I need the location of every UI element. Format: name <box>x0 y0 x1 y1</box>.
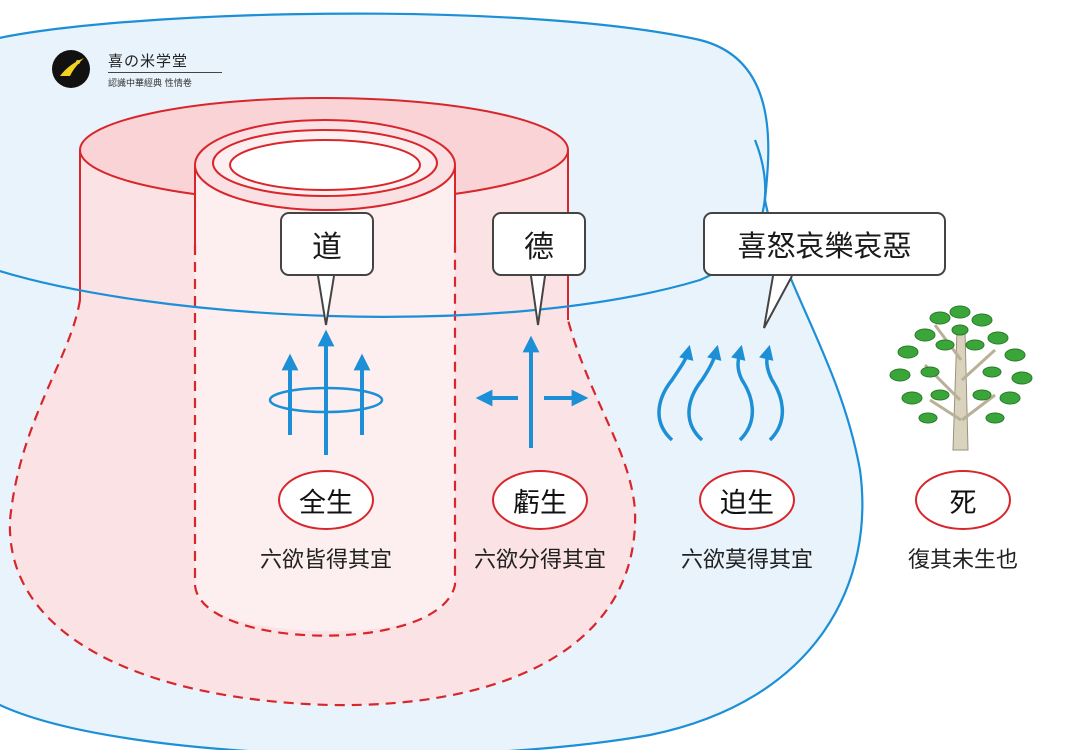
state-quansheng-caption: 六欲皆得其宜 <box>259 548 392 573</box>
posheng-arrows <box>657 344 785 442</box>
bird-logo-icon <box>52 50 90 88</box>
state-kuisheng-label: 虧生 <box>492 470 588 530</box>
state-posheng-caption: 六欲莫得其宜 <box>680 548 813 573</box>
inner-rim-hole <box>229 139 421 191</box>
bubble-de: 德 <box>492 212 586 276</box>
state-si-caption: 復其未生也 <box>907 548 1018 573</box>
bubble-emotions: 喜怒哀樂哀惡 <box>703 212 946 276</box>
logo-subtitle: 認識中華經典 性情卷 <box>108 79 192 89</box>
bubble-dao: 道 <box>280 212 374 276</box>
inner-tube-dashed <box>193 245 457 637</box>
state-posheng-label: 迫生 <box>699 470 795 530</box>
brand-logo: 喜の米学堂 認識中華經典 性情卷 <box>52 50 232 90</box>
state-si-label: 死 <box>915 470 1011 530</box>
state-quansheng-label: 全生 <box>278 470 374 530</box>
tree-illustration <box>889 305 1033 451</box>
logo-title: 喜の米学堂 <box>108 52 189 70</box>
kuisheng-arrows <box>475 335 589 448</box>
logo-divider <box>108 72 222 73</box>
red-outer-dashed <box>8 299 637 707</box>
state-kuisheng-caption: 六欲分得其宜 <box>473 548 606 573</box>
bubble-emotion-tail <box>763 275 793 329</box>
bubble-de-tail <box>530 275 546 326</box>
bubble-dao-tail <box>317 275 335 326</box>
quansheng-arrows <box>268 329 384 455</box>
